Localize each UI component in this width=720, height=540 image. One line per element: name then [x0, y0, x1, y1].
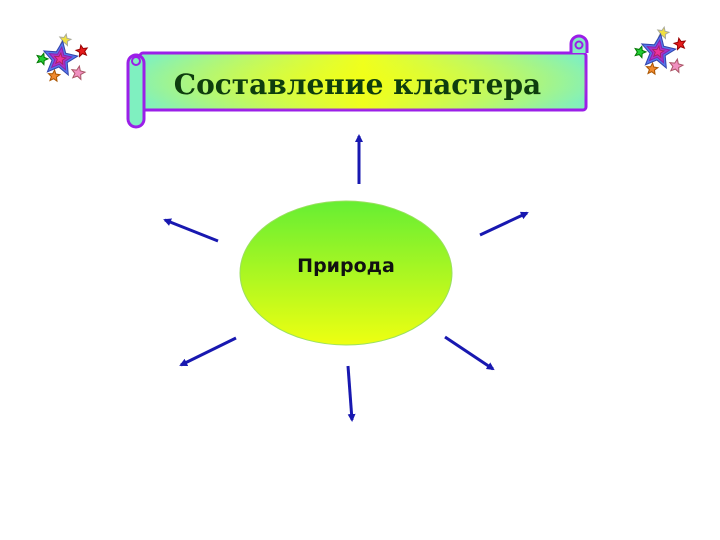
stars-decoration-right: [634, 25, 687, 76]
star-icon: [672, 36, 687, 51]
center-ellipse: [239, 200, 453, 346]
star-icon: [645, 61, 660, 76]
arrow-up-left: [163, 218, 219, 243]
arrow-up-right: [479, 211, 529, 237]
arrow-down: [346, 365, 356, 422]
star-icon: [634, 45, 648, 59]
star-icon: [47, 68, 62, 83]
star-icon: [74, 43, 89, 58]
arrow-down-right: [444, 335, 495, 371]
star-icon: [651, 44, 666, 59]
arrows: [163, 134, 529, 422]
star-icon: [53, 51, 68, 66]
title-banner: [126, 34, 589, 129]
arrow-down-left: [179, 336, 237, 367]
star-icon: [668, 57, 685, 74]
star-icon: [70, 64, 87, 81]
star-icon: [36, 52, 50, 66]
slide-title: Составление кластера: [173, 68, 542, 101]
stars-decoration-left: [36, 32, 89, 83]
center-label: Природа: [297, 255, 395, 277]
